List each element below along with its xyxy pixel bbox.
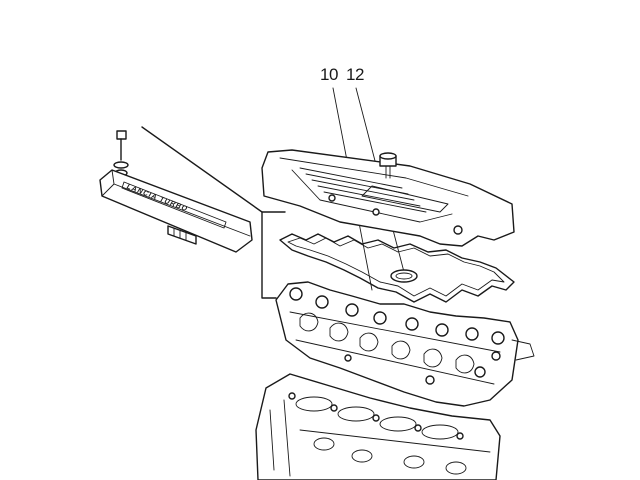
head-body (275, 281, 519, 407)
cover-body (261, 149, 515, 247)
bracket-line-left (261, 211, 277, 299)
decorative-cover: LANCIA TURBO (99, 130, 253, 253)
assembly-bracket-lines (141, 126, 286, 299)
plug-seal-ring (390, 269, 418, 283)
callout-label-12: 12 (346, 65, 364, 84)
cylinder-head (275, 281, 535, 407)
gasket-outer (279, 233, 515, 303)
camshaft-cover (261, 149, 515, 247)
engine-block (255, 373, 501, 480)
cylinder-bore-4 (421, 424, 459, 440)
cylinder-bore-1 (295, 396, 333, 412)
cover-bolt-washer (113, 161, 129, 169)
cover-clip (167, 225, 197, 245)
cover-plate (99, 169, 253, 253)
cylinder-bore-2 (337, 406, 375, 422)
callout-label-10: 10 (320, 65, 338, 84)
gasket-inner (287, 237, 505, 297)
cylinder-bore-3 (379, 416, 417, 432)
cover-gasket (279, 233, 515, 303)
block-body (255, 373, 501, 480)
cover-bolt-head (116, 130, 127, 140)
